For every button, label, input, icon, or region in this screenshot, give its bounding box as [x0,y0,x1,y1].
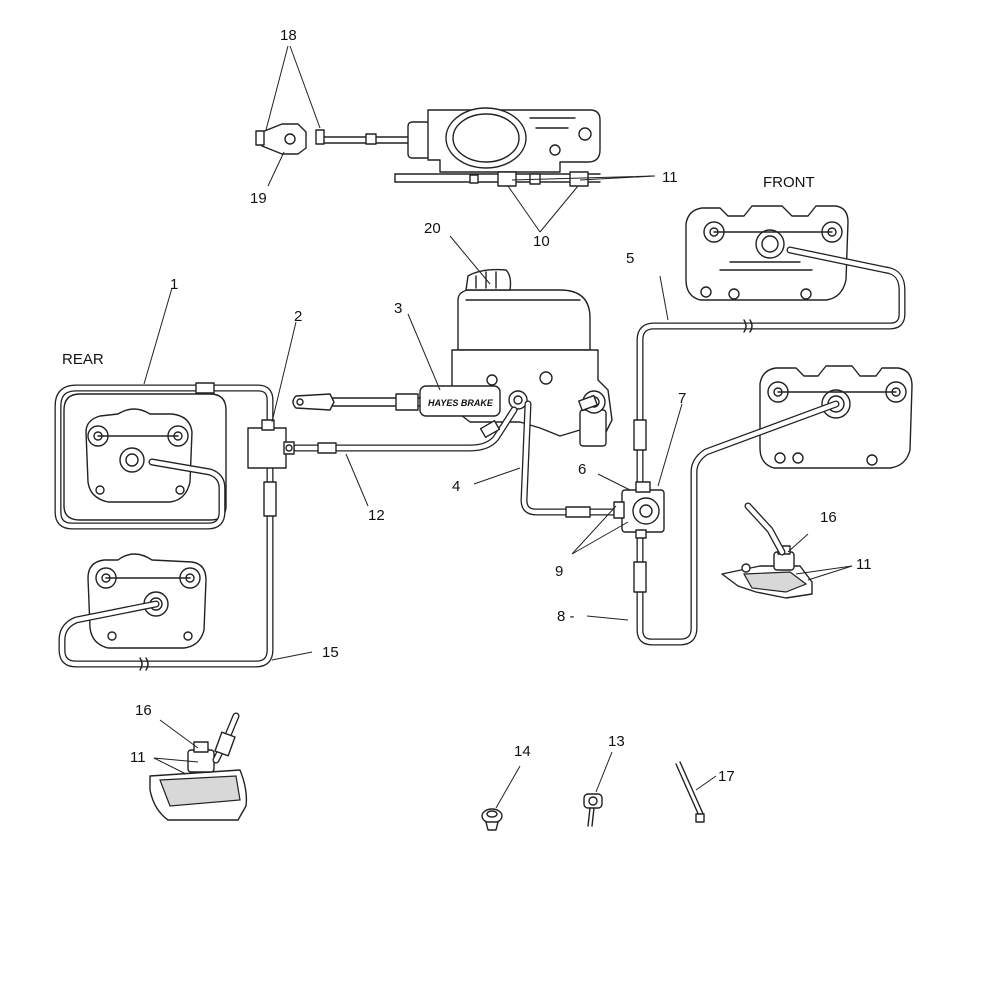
callout-8: 8 - [557,608,575,625]
rear-tee-block [247,419,295,469]
callout-5: 5 [626,250,634,267]
callout-11-left: 11 [130,749,146,766]
callout-4: 4 [452,478,460,495]
callout-17: 17 [718,768,735,785]
callout-12: 12 [368,507,385,524]
callout-2: 2 [294,308,302,325]
callout-9: 9 [555,563,563,580]
hose-fittings [195,382,647,593]
right-brake-switch-assembly [721,502,813,599]
brand-text: HAYES BRAKE [428,398,494,408]
label-rear: REAR [62,351,104,368]
callout-3: 3 [394,300,402,317]
callout-20: 20 [424,220,441,237]
callout-1: 1 [170,276,178,293]
front-junction-block [613,481,665,539]
callout-19: 19 [250,190,267,207]
front-caliper-upper [685,205,849,301]
clevis-yoke [255,123,325,155]
callout-labels: FRONT REAR 1 2 3 4 5 6 7 8 - 9 10 11 11 … [62,27,872,785]
callout-14: 14 [514,743,531,760]
label-front: FRONT [763,174,815,191]
cable-tie-17 [675,761,705,823]
master-cylinder-detail [255,107,601,187]
callout-16-left: 16 [135,702,152,719]
master-cylinder-body-top [407,107,601,173]
callout-11-right: 11 [856,556,872,573]
master-cylinder-main: HAYES BRAKE [292,268,613,447]
callout-7: 7 [678,390,686,407]
callout-18: 18 [280,27,297,44]
clip-13 [583,793,603,827]
callout-6: 6 [578,461,586,478]
rear-caliper-lower [87,553,207,649]
callout-15: 15 [322,644,339,661]
brake-lines [54,246,906,668]
line-break-front [743,319,753,333]
rear-caliper-upper [63,393,227,521]
clip-14 [481,808,503,831]
front-caliper-lower [759,365,913,469]
callout-11-top: 11 [662,169,678,186]
leader-lines [143,45,853,809]
callout-16-right: 16 [820,509,837,526]
callout-13: 13 [608,733,625,750]
callout-10: 10 [533,233,550,250]
line-break-rear [139,657,149,671]
left-brake-switch-assembly [149,712,248,821]
